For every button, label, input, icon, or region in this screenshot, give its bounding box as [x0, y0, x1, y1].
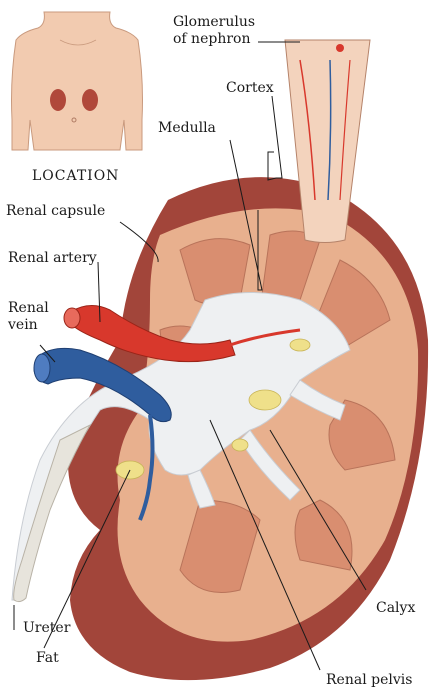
label-glomerulus-line1: Glomerulus	[173, 14, 268, 31]
label-renal-vein-line1: Renal	[8, 300, 49, 317]
torso-outline	[12, 12, 143, 150]
label-location: LOCATION	[32, 168, 119, 185]
label-glomerulus: Glomerulus of nephron	[173, 14, 268, 48]
torso-kidney-right	[82, 89, 98, 111]
label-medulla: Medulla	[158, 120, 216, 137]
label-renal-vein: Renal vein	[8, 300, 49, 334]
label-renal-capsule: Renal capsule	[6, 203, 105, 220]
label-cortex: Cortex	[226, 80, 274, 97]
label-ureter: Ureter	[23, 620, 70, 637]
label-calyx: Calyx	[376, 600, 415, 617]
label-renal-artery: Renal artery	[8, 250, 97, 267]
torso-kidney-left	[50, 89, 66, 111]
label-renal-pelvis: Renal pelvis	[326, 672, 412, 689]
label-renal-vein-line2: vein	[8, 317, 49, 334]
label-fat: Fat	[36, 650, 59, 667]
torso-location-figure	[12, 12, 143, 150]
label-glomerulus-line2: of nephron	[173, 31, 268, 48]
